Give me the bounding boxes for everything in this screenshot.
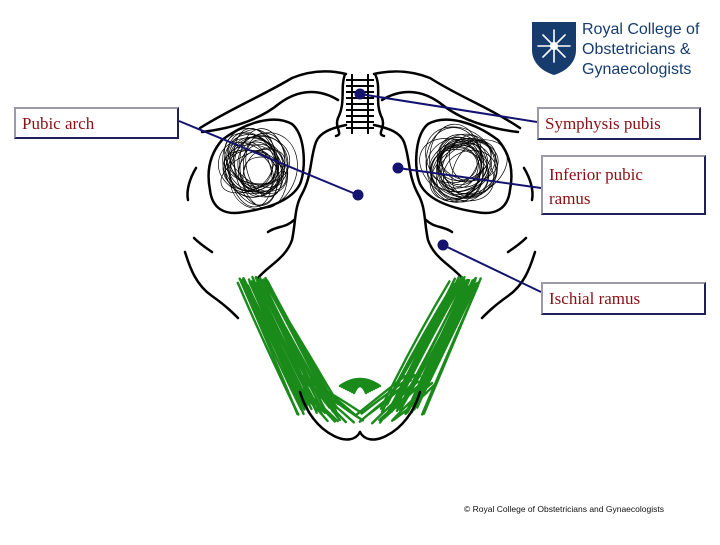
- label-ischial-ramus-text: Ischial ramus: [549, 289, 641, 308]
- foramen-scribble: [229, 132, 298, 210]
- pointer-dot-ischial-ramus: [437, 239, 449, 251]
- muscle-fibre: [416, 281, 479, 407]
- pointer-inferior-pubic-ramus: [397, 167, 542, 189]
- rcog-shield-icon: [532, 22, 576, 75]
- logo-line-3: Gynaecologists: [582, 61, 692, 78]
- muscle-fibre: [367, 373, 416, 416]
- rcog-logo: Royal College of Obstetricians & Gynaeco…: [530, 20, 710, 80]
- label-inferior-pubic-ramus-line2: ramus: [549, 189, 591, 208]
- label-inferior-pubic-ramus: Inferior pubic ramus: [541, 155, 706, 215]
- ischiocavernosus-muscle-right: [354, 275, 482, 425]
- foramen-scribble: [425, 126, 498, 195]
- copyright-notice: © Royal College of Obstetricians and Gyn…: [464, 504, 664, 514]
- logo-line-1: Royal College of: [582, 21, 700, 38]
- foramen-scribble: [437, 142, 479, 189]
- label-symphysis-pubis: Symphysis pubis: [537, 107, 701, 140]
- muscle-fibre: [378, 374, 422, 424]
- muscle-fibre: [371, 380, 420, 425]
- pointer-lines: [178, 88, 542, 293]
- pelvis-lower-outline: [298, 390, 422, 441]
- pelvis-outline: [183, 70, 537, 320]
- foramen-scribble: [436, 146, 481, 196]
- muscle-fibre: [302, 374, 348, 424]
- symphysis-pubis: [346, 74, 374, 134]
- foramen-scribble: [237, 141, 284, 198]
- perineal-muscle-center: [338, 377, 382, 395]
- muscle-fibre: [386, 280, 459, 406]
- logo-line-2: Obstetricians &: [582, 41, 691, 58]
- muscle-fibre: [242, 279, 305, 416]
- foramen-scribble: [224, 132, 288, 194]
- foramen-scribble: [429, 123, 482, 200]
- foramen-scribble: [242, 147, 284, 197]
- muscle-fibre: [283, 374, 327, 414]
- label-inferior-pubic-ramus-line1: Inferior pubic: [549, 165, 643, 184]
- muscle-fibre: [305, 382, 356, 424]
- muscle-fibre: [422, 277, 482, 415]
- muscle-fibre: [382, 375, 431, 420]
- obturator-foramen-right: [415, 118, 513, 215]
- muscle-fibre: [264, 283, 339, 404]
- muscle-fibre: [238, 277, 299, 416]
- muscle-fibre: [352, 384, 368, 395]
- label-pubic-arch-text: Pubic arch: [22, 114, 95, 133]
- label-ischial-ramus: Ischial ramus: [541, 282, 706, 315]
- pointer-ischial-ramus: [442, 244, 542, 293]
- rcog-logo-text: Royal College of Obstetricians & Gynaeco…: [582, 20, 699, 80]
- muscle-fibre: [311, 381, 365, 422]
- muscle-fibre: [288, 381, 329, 423]
- foramen-scribble: [425, 127, 485, 203]
- label-symphysis-pubis-text: Symphysis pubis: [545, 114, 661, 133]
- pointer-dot-inferior-pubic-ramus: [392, 162, 404, 174]
- pointer-dot-symphysis-pubis: [354, 88, 366, 100]
- foramen-scribble: [239, 143, 278, 189]
- foramen-scribble: [224, 149, 282, 185]
- muscle-fibre: [360, 374, 413, 415]
- pointer-dot-pubic-arch: [352, 189, 364, 201]
- foramen-scribble: [228, 150, 279, 193]
- muscle-fibre: [295, 382, 339, 423]
- obturator-foramen-left: [207, 118, 305, 215]
- ischiocavernosus-muscle-left: [236, 275, 365, 424]
- pointer-symphysis-pubis: [359, 93, 538, 123]
- muscle-fibre: [354, 374, 407, 417]
- label-pubic-arch: Pubic arch: [14, 107, 179, 139]
- foramen-scribble: [227, 129, 276, 191]
- foramen-scribble: [222, 127, 279, 198]
- foramen-scribble: [443, 149, 497, 198]
- foramen-scribble: [430, 149, 489, 198]
- pointer-pubic-arch: [178, 120, 359, 196]
